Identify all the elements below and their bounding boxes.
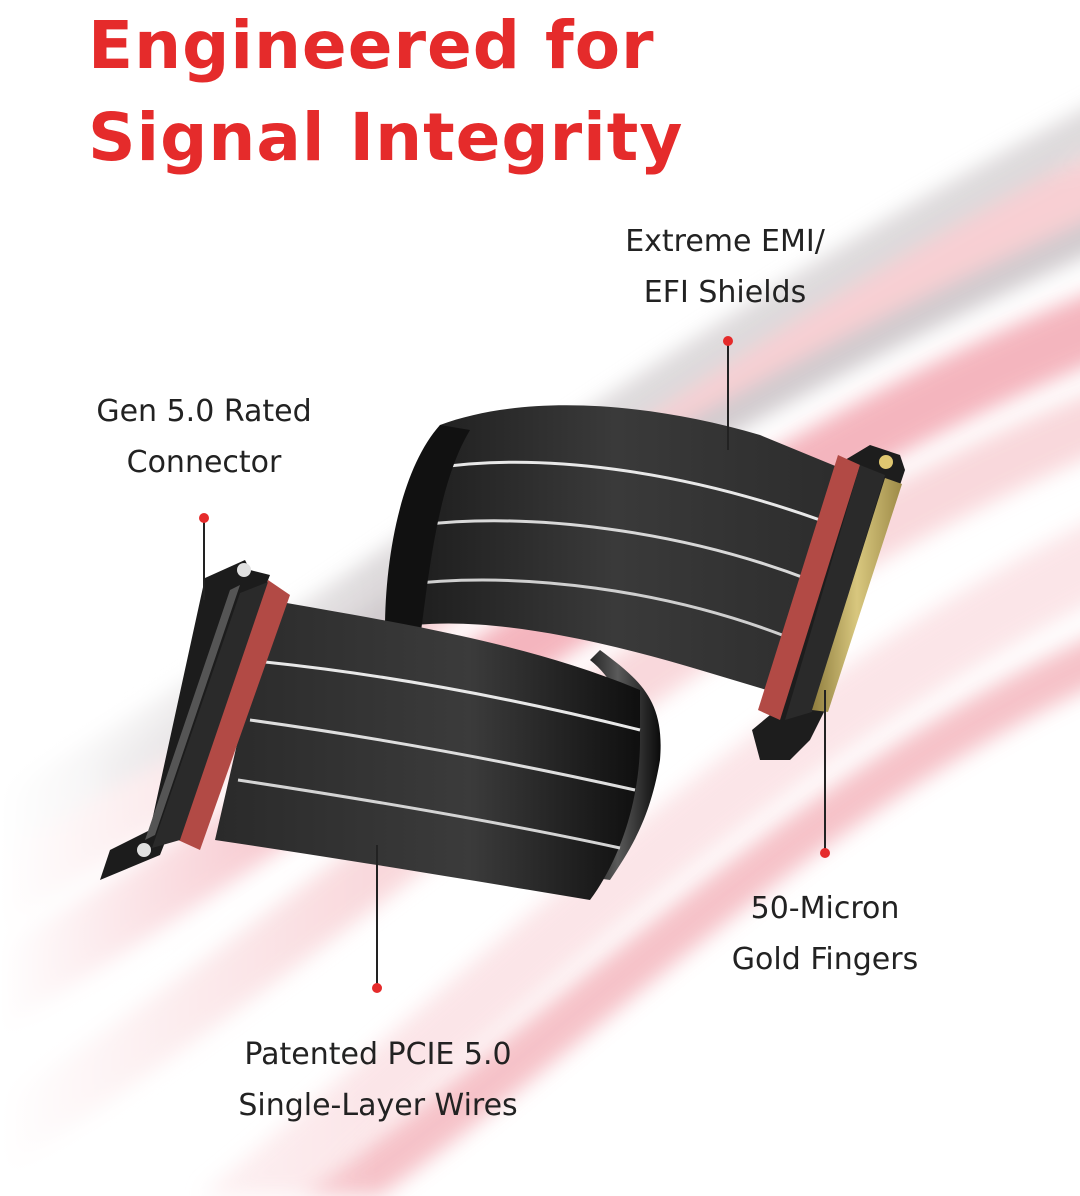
callout-emi-shields: Extreme EMI/ EFI Shields — [600, 216, 850, 318]
lower-ribbon — [215, 600, 641, 900]
callout-wires-line-1: Patented PCIE 5.0 — [244, 1037, 512, 1072]
title-line-1: Engineered for — [88, 7, 655, 84]
callout-single-layer-wires: Patented PCIE 5.0 Single-Layer Wires — [200, 1029, 556, 1131]
callout-connector: Gen 5.0 Rated Connector — [70, 386, 338, 488]
page-title: Engineered for Signal Integrity — [88, 0, 683, 184]
upper-ribbon — [385, 405, 845, 700]
callout-emi-line-2: EFI Shields — [643, 275, 807, 310]
right-connector — [752, 445, 905, 760]
callout-wires-line-2: Single-Layer Wires — [238, 1088, 518, 1123]
title-line-2: Signal Integrity — [88, 99, 684, 176]
callout-connector-line-1: Gen 5.0 Rated — [96, 394, 312, 429]
left-connector — [100, 560, 290, 880]
callout-gold-line-2: Gold Fingers — [731, 942, 919, 977]
callout-gold-line-1: 50-Micron — [750, 891, 900, 926]
callout-connector-line-2: Connector — [126, 445, 282, 480]
ribbon-fold — [385, 425, 470, 640]
callout-gold-fingers: 50-Micron Gold Fingers — [705, 883, 945, 985]
callout-emi-line-1: Extreme EMI/ — [625, 224, 825, 259]
